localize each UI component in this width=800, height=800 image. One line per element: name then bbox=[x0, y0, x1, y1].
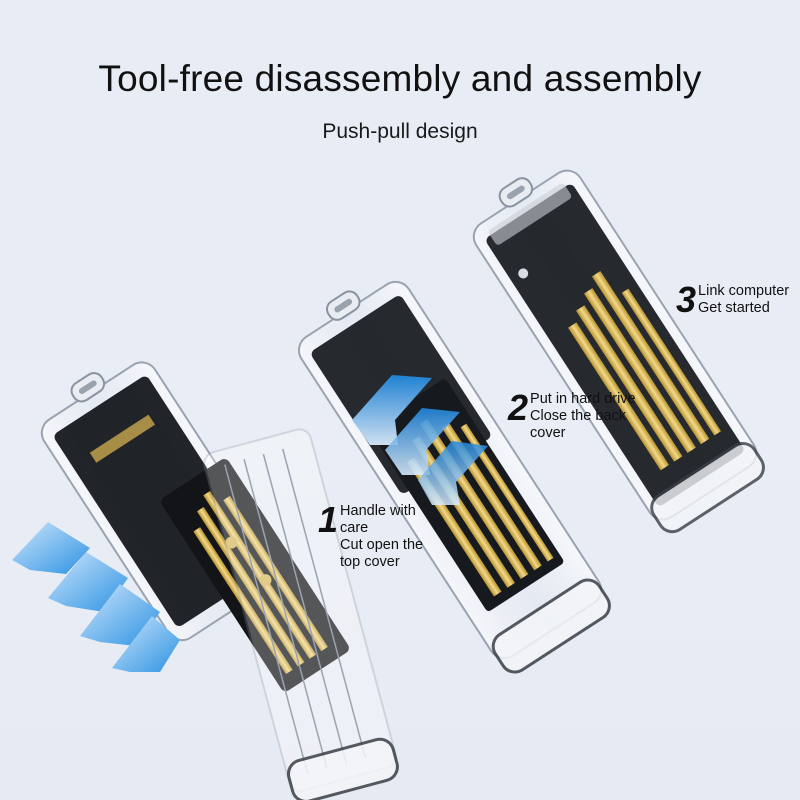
enclosure-step-3 bbox=[472, 169, 765, 534]
step-1-line-2: care bbox=[340, 520, 369, 536]
push-direction-arrows bbox=[12, 522, 180, 672]
step-2-line-3: cover bbox=[530, 425, 566, 441]
step-2-line-1: Put in hard drive bbox=[530, 391, 636, 407]
step-1-line-3: Cut open the bbox=[340, 537, 424, 553]
page-title: Tool-free disassembly and assembly bbox=[98, 58, 702, 99]
insert-direction-arrows bbox=[352, 375, 488, 505]
step-1-line-4: top cover bbox=[340, 554, 400, 570]
step-3-number: 3 bbox=[676, 279, 697, 320]
gold-contacts bbox=[568, 271, 722, 471]
step-2-label: 2 Put in hard drive Close the back cover bbox=[508, 387, 636, 442]
open-top-cover bbox=[203, 428, 399, 800]
step-3-line-2: Get started bbox=[698, 300, 770, 316]
step-1-number: 1 bbox=[318, 499, 339, 540]
step-3-label: 3 Link computer Get started bbox=[676, 279, 790, 320]
step-2-number: 2 bbox=[508, 387, 529, 428]
step-1-label: 1 Handle with care Cut open the top cove… bbox=[318, 499, 424, 571]
step-3-line-1: Link computer bbox=[698, 283, 790, 299]
step-1-line-1: Handle with bbox=[340, 503, 416, 519]
step-2-line-2: Close the back bbox=[530, 408, 626, 424]
page-subtitle: Push-pull design bbox=[322, 120, 478, 143]
